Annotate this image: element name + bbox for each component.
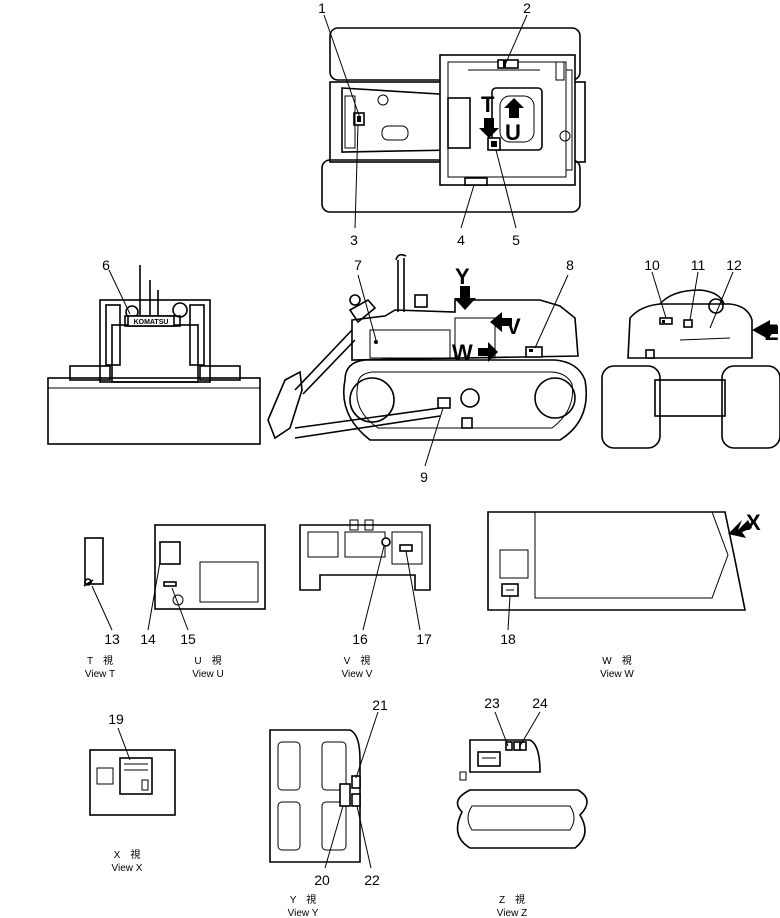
view-x-jp: X 視 bbox=[114, 848, 141, 861]
callout-4: 4 bbox=[457, 232, 465, 248]
view-arrow-y-label: Y bbox=[455, 264, 470, 289]
view-captions: T 視 View T U 視 View U V 視 View V W 視 Vie… bbox=[85, 654, 635, 918]
view-arrow-x-label: X bbox=[746, 510, 761, 535]
view-u-jp: U 視 bbox=[194, 654, 221, 667]
callout-21: 21 bbox=[372, 697, 388, 713]
view-z-jp: Z 視 bbox=[499, 893, 525, 906]
callout-6: 6 bbox=[102, 257, 110, 273]
view-w-en: View W bbox=[600, 669, 634, 680]
callout-1: 1 bbox=[318, 0, 326, 16]
callout-20: 20 bbox=[314, 872, 330, 888]
view-z-drawing bbox=[456, 711, 588, 849]
callout-5: 5 bbox=[512, 232, 520, 248]
komatsu-plate-text: KOMATSU bbox=[134, 319, 169, 326]
side-view: Y V W bbox=[267, 253, 587, 467]
callout-7: 7 bbox=[354, 257, 362, 273]
view-y-drawing bbox=[269, 711, 379, 869]
view-v-jp: V 視 bbox=[344, 654, 371, 667]
callout-14: 14 bbox=[140, 631, 156, 647]
view-arrow-t-label: T bbox=[481, 92, 495, 117]
rear-view: Z bbox=[601, 271, 780, 449]
callout-10: 10 bbox=[644, 257, 660, 273]
front-view: KOMATSU bbox=[47, 265, 261, 445]
view-w-jp: W 視 bbox=[602, 654, 631, 667]
callout-23: 23 bbox=[484, 695, 500, 711]
view-arrow-z-label: Z bbox=[765, 320, 778, 345]
callout-24: 24 bbox=[532, 695, 548, 711]
view-z-en: View Z bbox=[497, 908, 527, 918]
view-x-drawing bbox=[89, 727, 176, 816]
view-t-jp: T 視 bbox=[87, 654, 113, 667]
callout-18: 18 bbox=[500, 631, 516, 647]
callout-22: 22 bbox=[364, 872, 380, 888]
callout-8: 8 bbox=[566, 257, 574, 273]
view-arrow-u-label: U bbox=[505, 120, 521, 145]
callout-13: 13 bbox=[104, 631, 120, 647]
callout-11: 11 bbox=[691, 257, 706, 273]
callout-numbers: 1 2 3 4 5 6 7 8 9 10 11 12 13 14 15 16 1… bbox=[102, 0, 742, 888]
callout-17: 17 bbox=[416, 631, 432, 647]
view-arrow-v-label: V bbox=[506, 314, 521, 339]
top-view: T U bbox=[321, 14, 586, 229]
view-v-en: View V bbox=[342, 669, 373, 680]
callout-2: 2 bbox=[523, 0, 531, 16]
callout-16: 16 bbox=[352, 631, 368, 647]
callout-19: 19 bbox=[108, 711, 124, 727]
view-y-jp: Y 視 bbox=[290, 893, 317, 906]
callout-12: 12 bbox=[726, 257, 742, 273]
callout-3: 3 bbox=[350, 232, 358, 248]
callout-9: 9 bbox=[420, 469, 428, 485]
view-w-drawing: X bbox=[487, 510, 761, 631]
callout-15: 15 bbox=[180, 631, 196, 647]
view-y-en: View Y bbox=[288, 908, 319, 918]
view-t-drawing bbox=[83, 537, 113, 631]
view-v-drawing bbox=[299, 519, 431, 631]
view-u-en: View U bbox=[192, 669, 224, 680]
view-arrow-w-label: W bbox=[452, 340, 473, 365]
view-t-en: View T bbox=[85, 669, 115, 680]
view-x-en: View X bbox=[112, 863, 143, 874]
view-u-drawing bbox=[147, 524, 266, 631]
